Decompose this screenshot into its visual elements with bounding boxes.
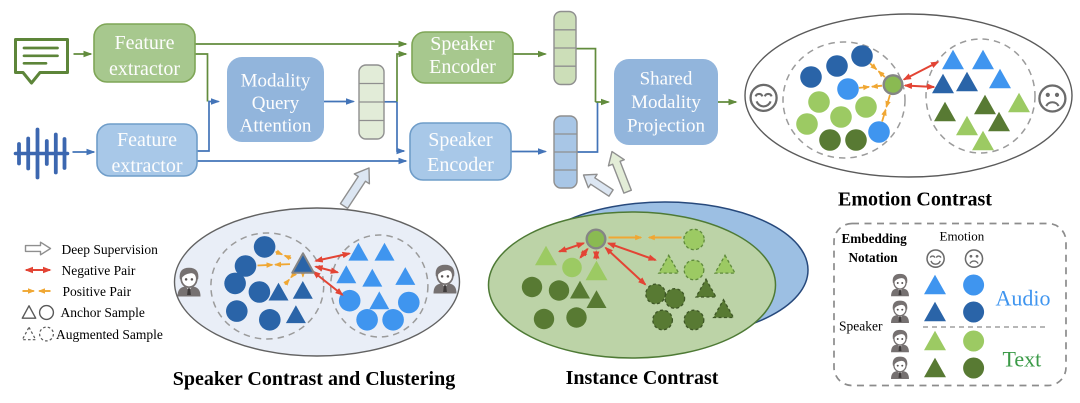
svg-text:Feature: Feature bbox=[115, 32, 175, 54]
svg-text:Positive Pair: Positive Pair bbox=[63, 284, 132, 299]
svg-text:Feature: Feature bbox=[117, 129, 177, 151]
svg-text:Speaker: Speaker bbox=[428, 129, 493, 151]
svg-text:Negative Pair: Negative Pair bbox=[62, 263, 136, 278]
svg-text:Modality: Modality bbox=[631, 92, 701, 113]
svg-text:Anchor Sample: Anchor Sample bbox=[61, 305, 145, 320]
svg-text:Audio: Audio bbox=[996, 286, 1051, 311]
svg-text:Instance Contrast: Instance Contrast bbox=[566, 367, 719, 389]
svg-text:Speaker Contrast and Clusterin: Speaker Contrast and Clustering bbox=[173, 368, 455, 390]
svg-text:Encoder: Encoder bbox=[429, 56, 496, 78]
svg-text:Encoder: Encoder bbox=[427, 154, 494, 176]
svg-text:Query: Query bbox=[252, 93, 300, 114]
svg-text:Speaker: Speaker bbox=[839, 319, 883, 334]
svg-text:Notation: Notation bbox=[849, 250, 899, 265]
svg-text:Embedding: Embedding bbox=[842, 231, 908, 246]
svg-text:Deep Supervision: Deep Supervision bbox=[62, 242, 159, 257]
svg-text:Emotion: Emotion bbox=[940, 229, 985, 244]
svg-text:Text: Text bbox=[1003, 347, 1042, 372]
svg-text:extractor: extractor bbox=[111, 155, 182, 177]
svg-text:Shared: Shared bbox=[640, 69, 693, 90]
svg-text:Modality: Modality bbox=[241, 71, 311, 92]
svg-text:Speaker: Speaker bbox=[430, 33, 495, 55]
svg-text:extractor: extractor bbox=[109, 58, 180, 80]
svg-text:Augmented Sample: Augmented Sample bbox=[56, 327, 163, 342]
svg-text:Attention: Attention bbox=[240, 115, 312, 136]
svg-text:Emotion Contrast: Emotion Contrast bbox=[838, 189, 992, 211]
svg-text:Projection: Projection bbox=[627, 116, 706, 137]
